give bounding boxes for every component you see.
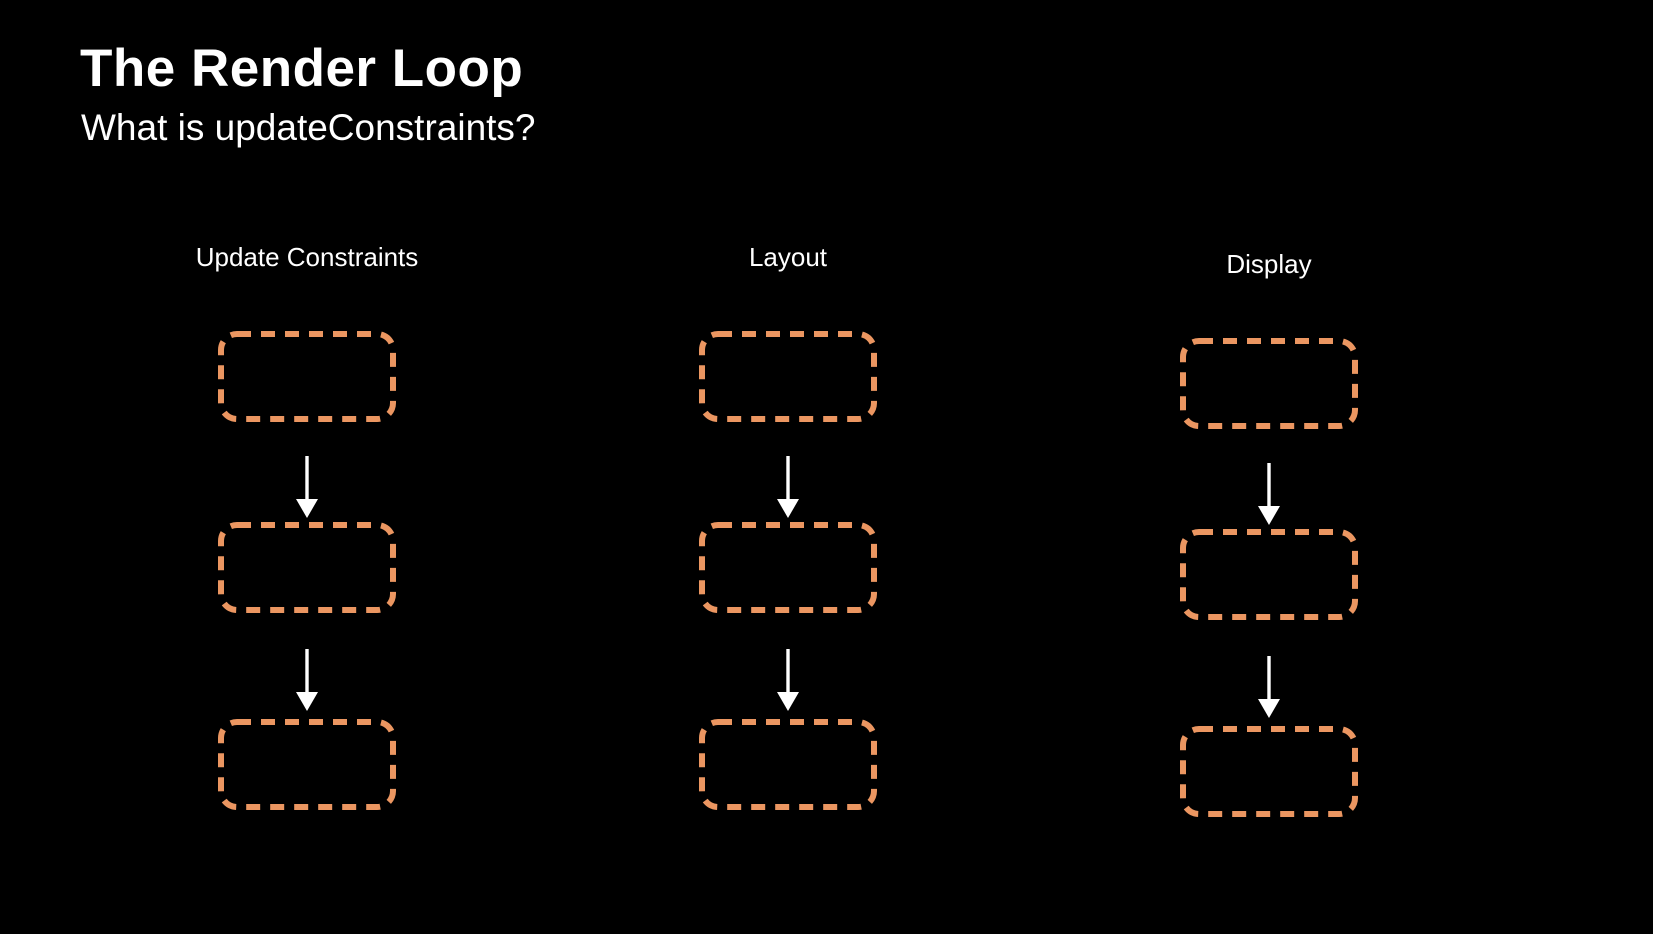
slide-title: The Render Loop xyxy=(80,39,524,98)
down-arrow-icon xyxy=(777,649,799,711)
down-arrow-icon xyxy=(296,456,318,518)
column-display: Display xyxy=(1180,251,1358,821)
column-label: Display xyxy=(1226,249,1312,279)
slide-subtitle: What is updateConstraints? xyxy=(81,107,536,148)
dashed-box xyxy=(1180,726,1358,817)
down-arrow-icon xyxy=(1258,656,1280,718)
down-arrow-icon xyxy=(777,456,799,518)
column-layout: Layout xyxy=(699,244,877,814)
dashed-box xyxy=(1180,338,1358,429)
dashed-box xyxy=(699,522,877,613)
dashed-box xyxy=(218,522,396,613)
dashed-box xyxy=(1180,529,1358,620)
down-arrow-icon xyxy=(1258,463,1280,525)
down-arrow-icon xyxy=(296,649,318,711)
dashed-box xyxy=(699,719,877,810)
dashed-box xyxy=(218,331,396,422)
column-label: Update Constraints xyxy=(195,242,419,272)
dashed-box xyxy=(699,331,877,422)
dashed-box xyxy=(218,719,396,810)
column-update-constraints: Update Constraints xyxy=(196,244,418,814)
column-label: Layout xyxy=(748,242,828,272)
